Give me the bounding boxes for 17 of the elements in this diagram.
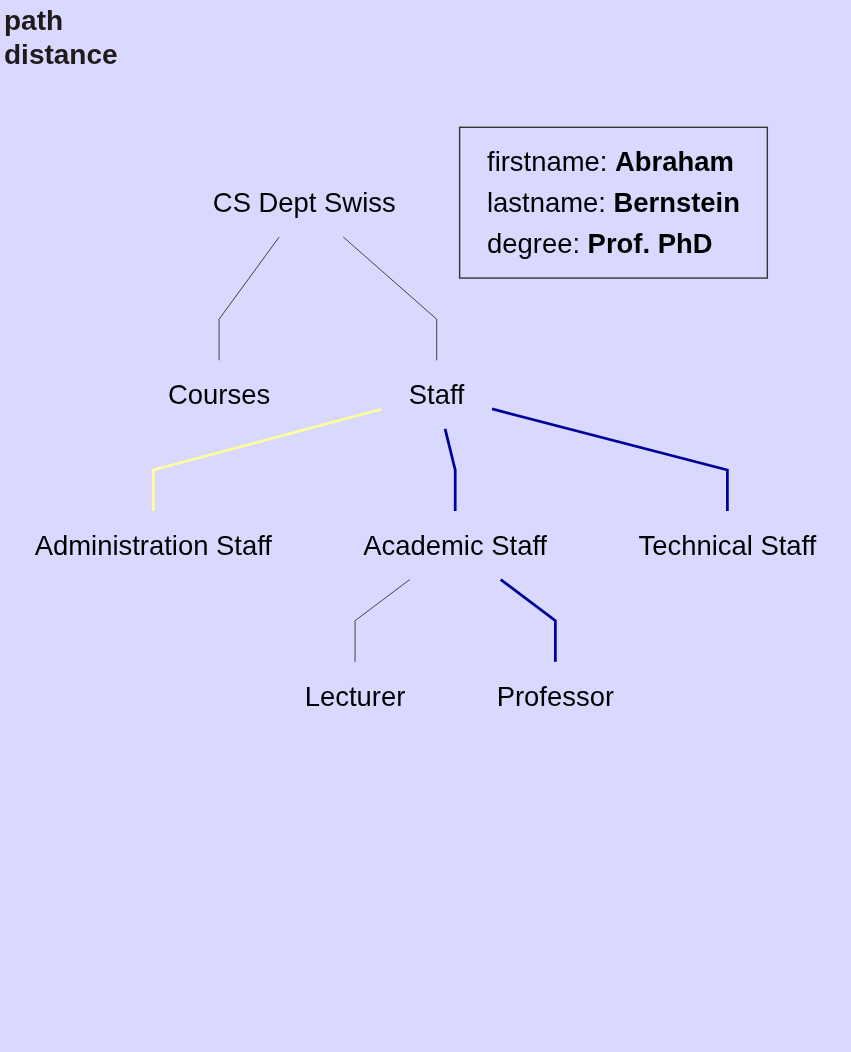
node-text: Lecturer bbox=[304, 681, 406, 712]
connector-line bbox=[151, 407, 382, 512]
node-text: CS Dept Swiss bbox=[212, 187, 396, 218]
node-text: Staff bbox=[408, 379, 465, 410]
connector-line bbox=[342, 236, 438, 361]
connector-line bbox=[499, 578, 557, 662]
node-text: Administration Staff bbox=[34, 530, 272, 561]
node-text: Professor bbox=[496, 681, 615, 712]
node-text: Technical Staff bbox=[638, 530, 817, 561]
connector-line bbox=[354, 579, 411, 663]
node-box: firstname: Abraham lastname: Bernstein degree: Prof. PhD bbox=[458, 126, 769, 279]
connector-line bbox=[491, 407, 729, 512]
connector-line bbox=[218, 236, 280, 361]
node-text: Courses bbox=[168, 379, 271, 410]
node-text: Academic Staff bbox=[363, 530, 548, 561]
connector-line bbox=[443, 428, 457, 512]
heading-text: path distance bbox=[4, 4, 119, 72]
